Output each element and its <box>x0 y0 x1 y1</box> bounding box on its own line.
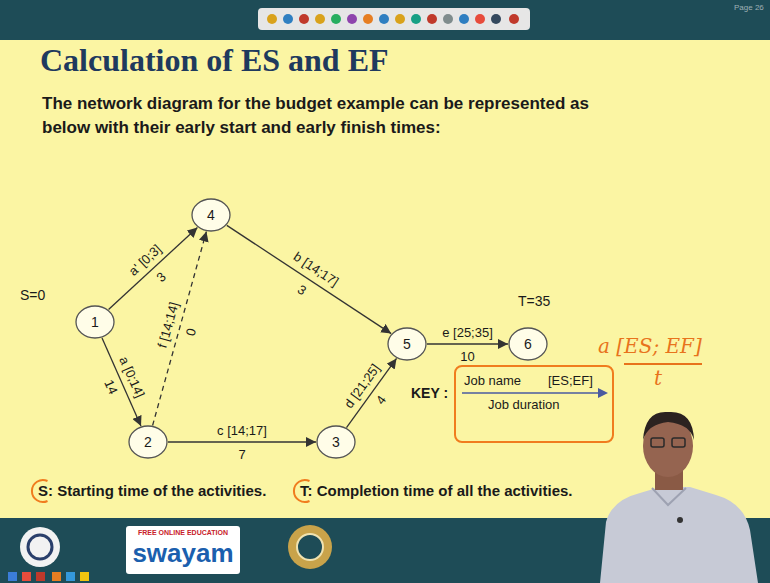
footnote: T: Completion time of all the activities… <box>300 482 573 499</box>
presenter-glasses <box>651 438 664 447</box>
key-text: Job name <box>464 373 521 388</box>
event-number: 1 <box>91 314 99 330</box>
key-highlight <box>455 366 613 442</box>
event-node: 1 <box>75 305 115 339</box>
job-duration: 10 <box>460 349 474 364</box>
event-outline <box>388 328 426 360</box>
subtitle: The network diagram for the budget examp… <box>42 92 622 140</box>
activity-label: f [14;14] <box>154 301 181 350</box>
event-outline <box>317 426 355 458</box>
event-number: 4 <box>207 207 215 223</box>
taskbar-icons <box>8 572 89 581</box>
presenter-microphone <box>677 517 683 523</box>
top-band <box>0 0 770 40</box>
taskbar-icon <box>8 572 17 581</box>
presenter-shirt <box>600 487 758 583</box>
tool-icon <box>491 14 501 24</box>
toolbar-icons <box>267 14 519 24</box>
event-number: 3 <box>332 434 340 450</box>
event-node: 2 <box>128 425 168 459</box>
footnote: S: Starting time of the activities. <box>38 482 266 499</box>
key-label: KEY : <box>411 385 448 401</box>
event-number: 2 <box>144 434 152 450</box>
toolbar <box>258 8 530 30</box>
event-number: 6 <box>524 336 532 352</box>
partner-logo <box>288 525 332 569</box>
event-node: 5 <box>387 327 427 361</box>
event-outline <box>129 426 167 458</box>
presenter-glasses <box>672 438 685 447</box>
job-duration: 0 <box>183 326 199 337</box>
event-outline <box>76 306 114 338</box>
activity-arrow <box>427 343 508 344</box>
event-node: 6 <box>508 327 548 361</box>
tool-icon <box>363 14 373 24</box>
tool-icon <box>509 14 519 24</box>
tool-icon <box>267 14 277 24</box>
completion-time: T=35 <box>518 293 550 309</box>
tool-icon <box>347 14 357 24</box>
tool-icon <box>475 14 485 24</box>
tool-icon <box>299 14 309 24</box>
tool-icon <box>315 14 325 24</box>
key-arrow <box>462 392 600 394</box>
activity-arrow <box>227 225 391 333</box>
key-text: Job duration <box>488 397 560 412</box>
tool-icon <box>459 14 469 24</box>
tool-icon <box>443 14 453 24</box>
institute-logo-ring <box>28 535 52 559</box>
presenter-collar <box>652 488 686 505</box>
logo-text: swayam <box>126 538 240 568</box>
slide-title: Calculation of ES and EF <box>40 42 389 79</box>
institute-logo <box>20 527 60 567</box>
event-node: 4 <box>191 198 231 232</box>
event-outline <box>192 199 230 231</box>
page-number: Page 26 <box>734 3 764 12</box>
taskbar-icon <box>52 572 61 581</box>
start-time: S=0 <box>20 287 45 303</box>
tool-icon <box>395 14 405 24</box>
swayam-logo-box <box>126 526 240 574</box>
taskbar-icon <box>80 572 89 581</box>
activity-arrow <box>109 228 198 310</box>
logo-tagline: FREE ONLINE EDUCATION <box>126 529 240 536</box>
job-duration: 7 <box>238 447 245 462</box>
handwritten-note: t <box>654 366 662 390</box>
job-duration: 14 <box>101 377 121 396</box>
taskbar-icon <box>36 572 45 581</box>
partner-logo-core <box>297 534 323 560</box>
taskbar-icon <box>66 572 75 581</box>
tool-icon <box>427 14 437 24</box>
activity-arrow <box>168 441 316 442</box>
hand-fraction-line <box>624 363 702 365</box>
event-outline <box>509 328 547 360</box>
tool-icon <box>331 14 341 24</box>
handwritten-note: a [ES; EF] <box>598 334 702 358</box>
event-node: 3 <box>316 425 356 459</box>
activity-arrow <box>153 232 207 426</box>
activity-label: e [25;35] <box>442 325 493 340</box>
key-arrowhead <box>598 388 608 398</box>
event-number: 5 <box>403 336 411 352</box>
key-text: [ES;EF] <box>548 373 593 388</box>
tool-icon <box>283 14 293 24</box>
tool-icon <box>379 14 389 24</box>
tool-icon <box>411 14 421 24</box>
job-duration: 3 <box>295 281 309 298</box>
taskbar-icon <box>22 572 31 581</box>
job-duration: 3 <box>153 269 168 285</box>
job-duration: 4 <box>373 393 389 408</box>
activity-label: c [14;17] <box>217 423 267 438</box>
presenter-hair <box>643 412 694 440</box>
activity-label: a [0;14] <box>117 354 148 400</box>
